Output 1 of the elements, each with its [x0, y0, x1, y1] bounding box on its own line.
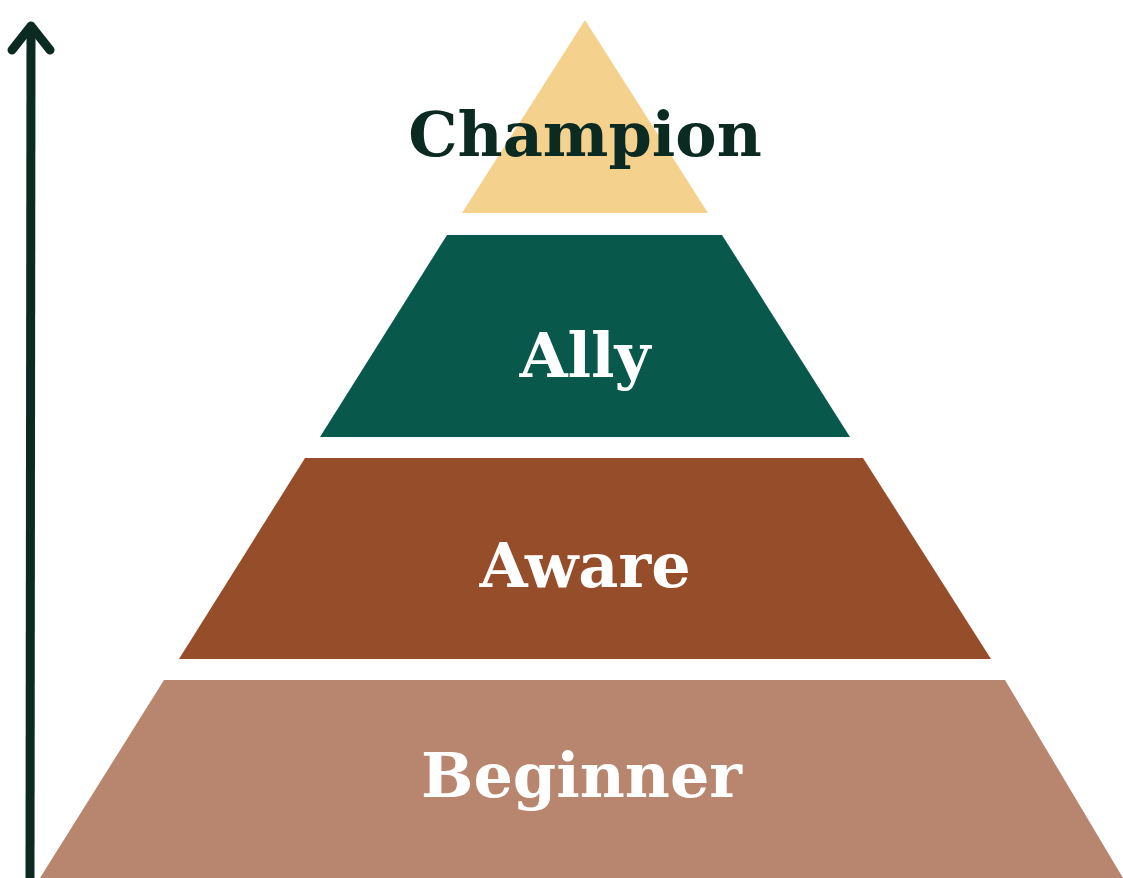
- tier-label: Aware: [479, 535, 691, 597]
